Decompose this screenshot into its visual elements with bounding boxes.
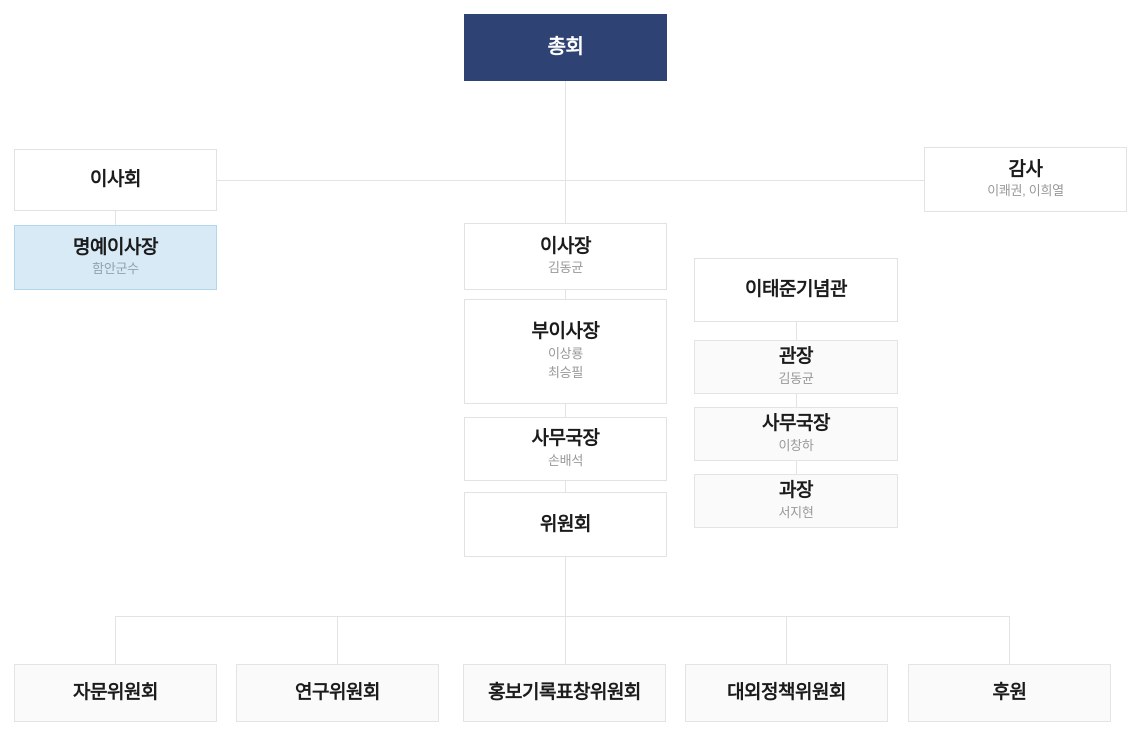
connector-line [115,616,1009,617]
connector-line [786,616,787,664]
connector-line [217,180,924,181]
node-memorial-director: 관장 김동균 [694,340,898,394]
node-title: 이사회 [90,169,141,191]
connector-line [796,394,797,407]
node-general-assembly: 총회 [464,14,667,81]
node-title: 이태준기념관 [745,279,847,301]
node-title: 부이사장 [531,320,600,342]
node-title: 홍보기록표창위원회 [488,682,641,704]
node-person: 이창하 [778,437,814,453]
connector-line [565,481,566,492]
node-foreign-policy-committee: 대외정책위원회 [685,664,888,722]
node-memorial: 이태준기념관 [694,258,898,322]
node-title: 사무국장 [531,428,600,450]
connector-line [796,322,797,340]
node-title: 명예이사장 [73,236,158,258]
connector-line [565,290,566,299]
node-research-committee: 연구위원회 [236,664,439,722]
node-chairman: 이사장 김동균 [464,223,667,290]
node-person: 이상룡 [548,345,583,361]
node-auditor: 감사 이쾌권, 이희열 [924,147,1127,212]
connector-line [337,616,338,664]
node-memorial-secretary-general: 사무국장 이창하 [694,407,898,461]
connector-line [115,616,116,664]
node-honorary-chairman: 명예이사장 함안군수 [14,225,217,290]
connector-line [1009,616,1010,664]
node-person: 김동균 [548,260,583,276]
node-title: 관장 [779,346,813,368]
connector-line [115,211,116,225]
node-title: 과장 [779,480,813,502]
connector-line [565,404,566,417]
node-person: 김동균 [778,370,814,386]
node-person: 함안군수 [92,261,139,277]
node-secretary-general: 사무국장 손배석 [464,417,667,481]
node-advisory-committee: 자문위원회 [14,664,217,722]
node-title: 사무국장 [762,413,830,435]
node-person: 서지현 [778,504,814,520]
node-memorial-manager: 과장 서지현 [694,474,898,528]
node-board: 이사회 [14,149,217,211]
node-title: 자문위원회 [73,682,158,704]
node-person: 손배석 [548,452,583,468]
node-committee: 위원회 [464,492,667,557]
connector-line [796,461,797,474]
connector-line [565,557,566,664]
node-title: 위원회 [540,513,591,535]
node-title: 대외정책위원회 [727,682,846,704]
node-title: 후원 [992,682,1027,704]
node-title: 총회 [547,36,584,58]
node-title: 연구위원회 [295,682,380,704]
connector-line [565,81,566,223]
node-title: 이사장 [540,235,591,257]
node-title: 감사 [1008,158,1043,180]
node-pr-committee: 홍보기록표창위원회 [463,664,666,722]
node-sponsorship: 후원 [908,664,1111,722]
node-vice-chairman: 부이사장 이상룡 최승필 [464,299,667,404]
node-person: 이쾌권, 이희열 [987,183,1064,199]
node-person: 최승필 [548,365,583,381]
